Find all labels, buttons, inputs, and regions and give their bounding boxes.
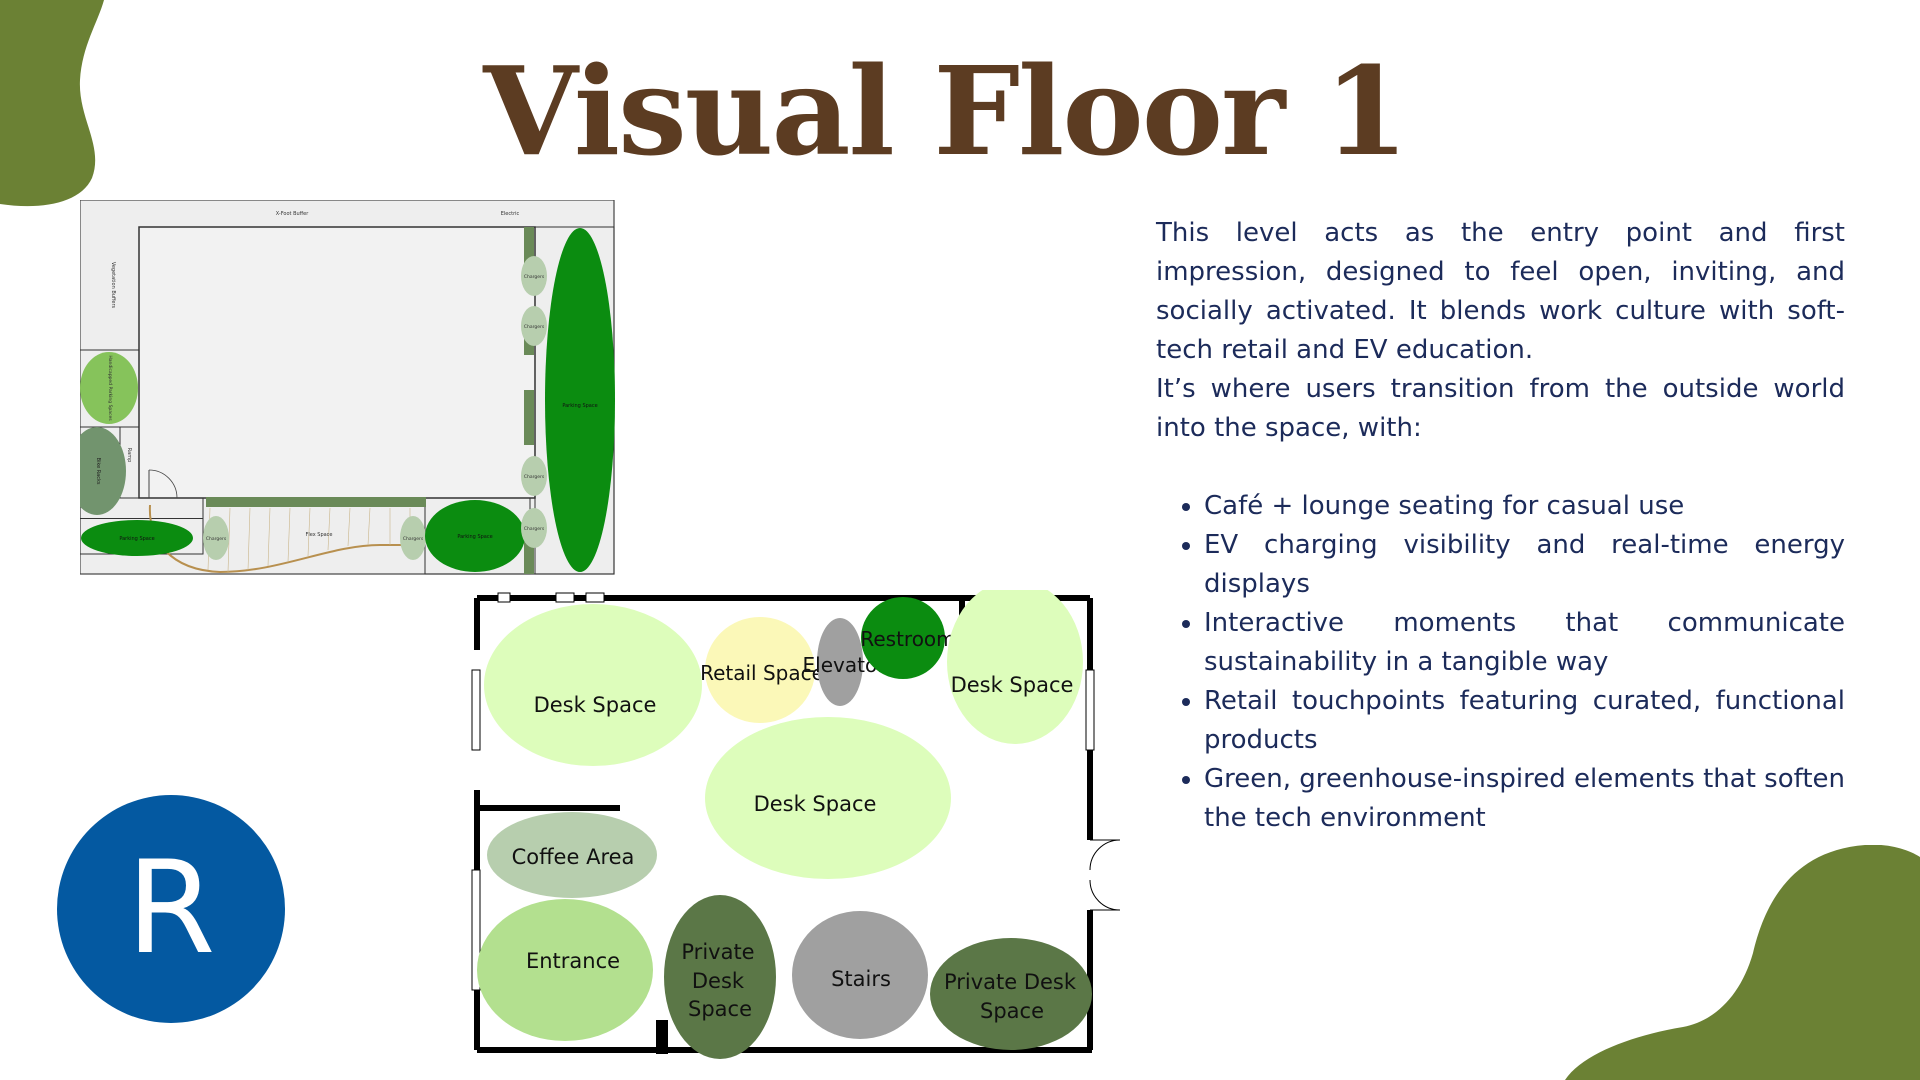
site-bike-label: Bike Racks: [95, 458, 101, 485]
stairs-label: Stairs: [831, 967, 891, 991]
site-parking-left: [81, 520, 193, 556]
page-title: Visual Floor 1: [483, 39, 1408, 183]
coffee-area: [487, 812, 657, 898]
site-bike-racks: [80, 427, 126, 515]
site-parking-mid-label: Parking Space: [457, 534, 492, 540]
site-chargers-c: [521, 256, 547, 296]
site-chargers-d-label: Chargers: [524, 324, 545, 330]
private-desk-right-line-1: Private Desk: [944, 970, 1077, 994]
feature-list: Café + lounge seating for casual use EV …: [1156, 487, 1845, 838]
site-vegetation-label: Vegetation Buffers: [110, 262, 116, 309]
coffee-area-label: Coffee Area: [512, 845, 635, 869]
description-text: This level acts as the entry point and f…: [1156, 214, 1845, 838]
site-chargers-f-label: Chargers: [524, 526, 545, 532]
desk-space-center-label: Desk Space: [754, 792, 877, 816]
site-parking-mid: [425, 500, 525, 572]
site-chargers-a: [203, 516, 229, 560]
entrance-label: Entrance: [526, 949, 620, 973]
restroom-label: Restroom: [860, 627, 955, 651]
stairs: [792, 911, 928, 1039]
retail-space: [705, 617, 815, 723]
retail-space-label: Retail Space: [700, 661, 824, 685]
site-plan-diagram: X-Foot Buffer Electric Vegetation Buffer…: [80, 200, 615, 575]
site-handicapped-label: Handicapped Parking Spaces: [107, 355, 113, 421]
description-intro: This level acts as the entry point and f…: [1156, 218, 1845, 365]
site-parking-left-label: Parking Space: [119, 536, 154, 542]
private-desk-right: [930, 938, 1092, 1050]
feature-item: Interactive moments that communicate sus…: [1204, 604, 1845, 682]
site-flex-label: Flex Space: [305, 532, 332, 538]
elevator: [817, 618, 863, 706]
private-desk-left-line-3: Space: [688, 997, 752, 1021]
desk-space-left: [484, 604, 702, 766]
desk-space-right: [947, 590, 1083, 744]
decor-blob-top-left: [0, 0, 104, 207]
private-desk-left-line-1: Private: [681, 940, 754, 964]
description-transition: It’s where users transition from the out…: [1156, 374, 1845, 443]
site-chargers-b: [400, 516, 426, 560]
feature-item: EV charging visibility and real-time ene…: [1204, 526, 1845, 604]
site-chargers-a-label: Chargers: [206, 536, 227, 542]
site-handicapped-parking: [80, 352, 138, 424]
site-chargers-b-label: Chargers: [403, 536, 424, 542]
entrance: [477, 899, 653, 1041]
logo-letter: R: [126, 834, 216, 983]
site-parking-right-label: Parking Space: [562, 403, 597, 409]
site-parking-right: [545, 228, 615, 572]
desk-space-right-label: Desk Space: [951, 673, 1074, 697]
feature-item: Retail touchpoints featuring curated, fu…: [1204, 682, 1845, 760]
site-chargers-f: [521, 508, 547, 548]
private-desk-right-line-2: Space: [980, 999, 1044, 1023]
floor-plan-diagram: Desk Space Retail Space Elevator Restroo…: [471, 590, 1121, 1059]
site-electric-label: Electric: [501, 211, 520, 217]
private-desk-left: [664, 895, 776, 1059]
r-logo: R: [57, 795, 285, 1023]
restroom: [861, 597, 945, 679]
desk-space-center: [705, 717, 951, 879]
site-chargers-e: [521, 456, 547, 496]
site-chargers-e-label: Chargers: [524, 474, 545, 480]
feature-item: Café + lounge seating for casual use: [1204, 487, 1845, 526]
site-chargers-d: [521, 306, 547, 346]
site-buffer-label: X-Foot Buffer: [276, 211, 309, 217]
private-desk-left-line-2: Desk: [692, 969, 745, 993]
feature-item: Green, greenhouse-inspired elements that…: [1204, 760, 1845, 838]
desk-space-left-label: Desk Space: [534, 693, 657, 717]
site-ramp-label: Ramp: [126, 448, 132, 462]
decor-blob-bottom-right: [1565, 845, 1920, 1080]
site-chargers-c-label: Chargers: [524, 274, 545, 280]
